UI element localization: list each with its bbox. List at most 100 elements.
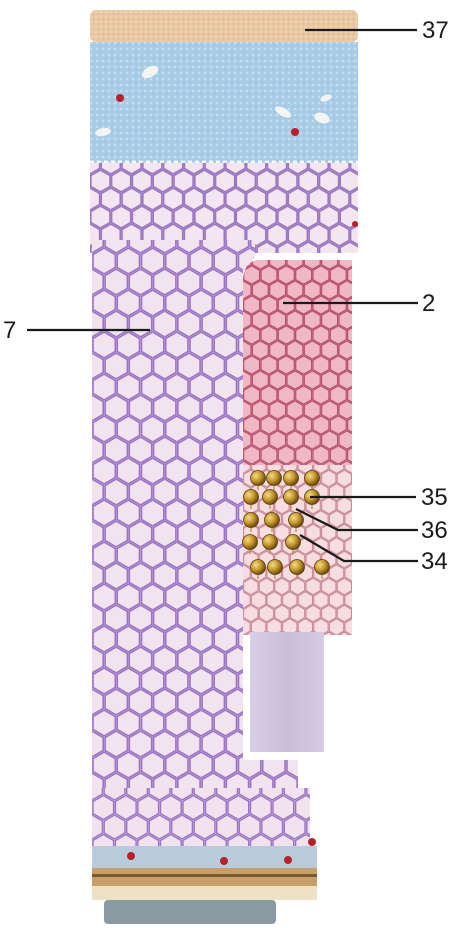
callout-label-34: 34 — [421, 548, 448, 575]
cell — [57, 521, 79, 547]
cell — [142, 500, 164, 526]
cell — [166, 542, 188, 568]
cell — [202, 521, 224, 547]
cell — [329, 619, 343, 636]
cell — [252, 341, 268, 359]
cell — [298, 592, 312, 609]
cell — [329, 538, 343, 555]
gold-bead — [290, 560, 305, 575]
cell — [93, 332, 115, 358]
cell — [81, 395, 103, 421]
cell — [322, 251, 338, 269]
cell — [81, 521, 103, 547]
cell — [190, 248, 212, 274]
cell — [81, 647, 103, 673]
cell — [244, 326, 260, 344]
cell — [117, 710, 139, 736]
cell — [105, 269, 127, 295]
cell — [351, 188, 370, 210]
cell — [304, 251, 320, 269]
cell — [105, 395, 127, 421]
cell — [166, 248, 188, 274]
cell — [93, 248, 115, 274]
cell — [178, 521, 200, 547]
cell — [299, 206, 318, 228]
cell — [214, 290, 236, 316]
cell — [313, 416, 329, 434]
cell — [252, 281, 268, 299]
cell — [313, 386, 329, 404]
cell — [322, 578, 336, 595]
cell — [287, 251, 303, 269]
cell — [132, 170, 151, 192]
cell — [278, 416, 294, 434]
cell — [117, 500, 139, 526]
cell — [172, 815, 193, 839]
cell — [330, 296, 346, 314]
cell — [299, 170, 318, 192]
cell — [202, 647, 224, 673]
cell — [57, 605, 79, 631]
cell — [320, 170, 339, 192]
cell — [154, 521, 176, 547]
cell — [261, 326, 277, 344]
cell — [290, 605, 304, 622]
cell — [314, 592, 328, 609]
foot-block — [104, 900, 276, 924]
red-dot — [352, 221, 358, 227]
cell — [115, 796, 136, 820]
cell — [270, 401, 286, 419]
cell — [356, 461, 372, 479]
cell — [129, 479, 151, 505]
cell — [154, 437, 176, 463]
cell — [244, 578, 258, 595]
cell — [288, 224, 307, 246]
cell — [105, 437, 127, 463]
cell — [91, 206, 110, 228]
cell — [132, 206, 151, 228]
cell — [304, 401, 320, 419]
cell — [275, 578, 289, 595]
cell — [205, 188, 224, 210]
cell — [69, 668, 91, 694]
cell — [322, 605, 336, 622]
cell — [80, 188, 99, 210]
cell — [214, 500, 236, 526]
cell — [214, 752, 236, 778]
cell — [348, 416, 364, 434]
cell — [149, 815, 170, 839]
cell — [261, 356, 277, 374]
cell — [348, 356, 364, 374]
cell — [306, 578, 320, 595]
cell — [154, 689, 176, 715]
callout-label-7: 7 — [3, 317, 16, 344]
cell — [214, 374, 236, 400]
cell — [166, 626, 188, 652]
cell — [345, 619, 359, 636]
cell — [105, 311, 127, 337]
gold-bead — [286, 535, 301, 550]
gold-bead — [251, 560, 266, 575]
cell — [178, 647, 200, 673]
gold-bead — [305, 471, 320, 486]
surface-layer-texture — [90, 10, 358, 42]
cell — [129, 311, 151, 337]
cell — [69, 416, 91, 442]
cell — [318, 796, 339, 820]
cell — [202, 353, 224, 379]
cell — [57, 689, 79, 715]
cell — [129, 689, 151, 715]
cell — [309, 188, 328, 210]
gold-bead — [243, 535, 258, 550]
cell — [348, 326, 364, 344]
cell — [129, 605, 151, 631]
cell — [81, 731, 103, 757]
cell — [296, 356, 312, 374]
cell — [353, 497, 367, 514]
cell — [105, 353, 127, 379]
cell — [351, 224, 370, 246]
cell — [278, 266, 294, 284]
cell — [154, 395, 176, 421]
callout-label-35: 35 — [421, 484, 448, 511]
cell — [244, 296, 260, 314]
